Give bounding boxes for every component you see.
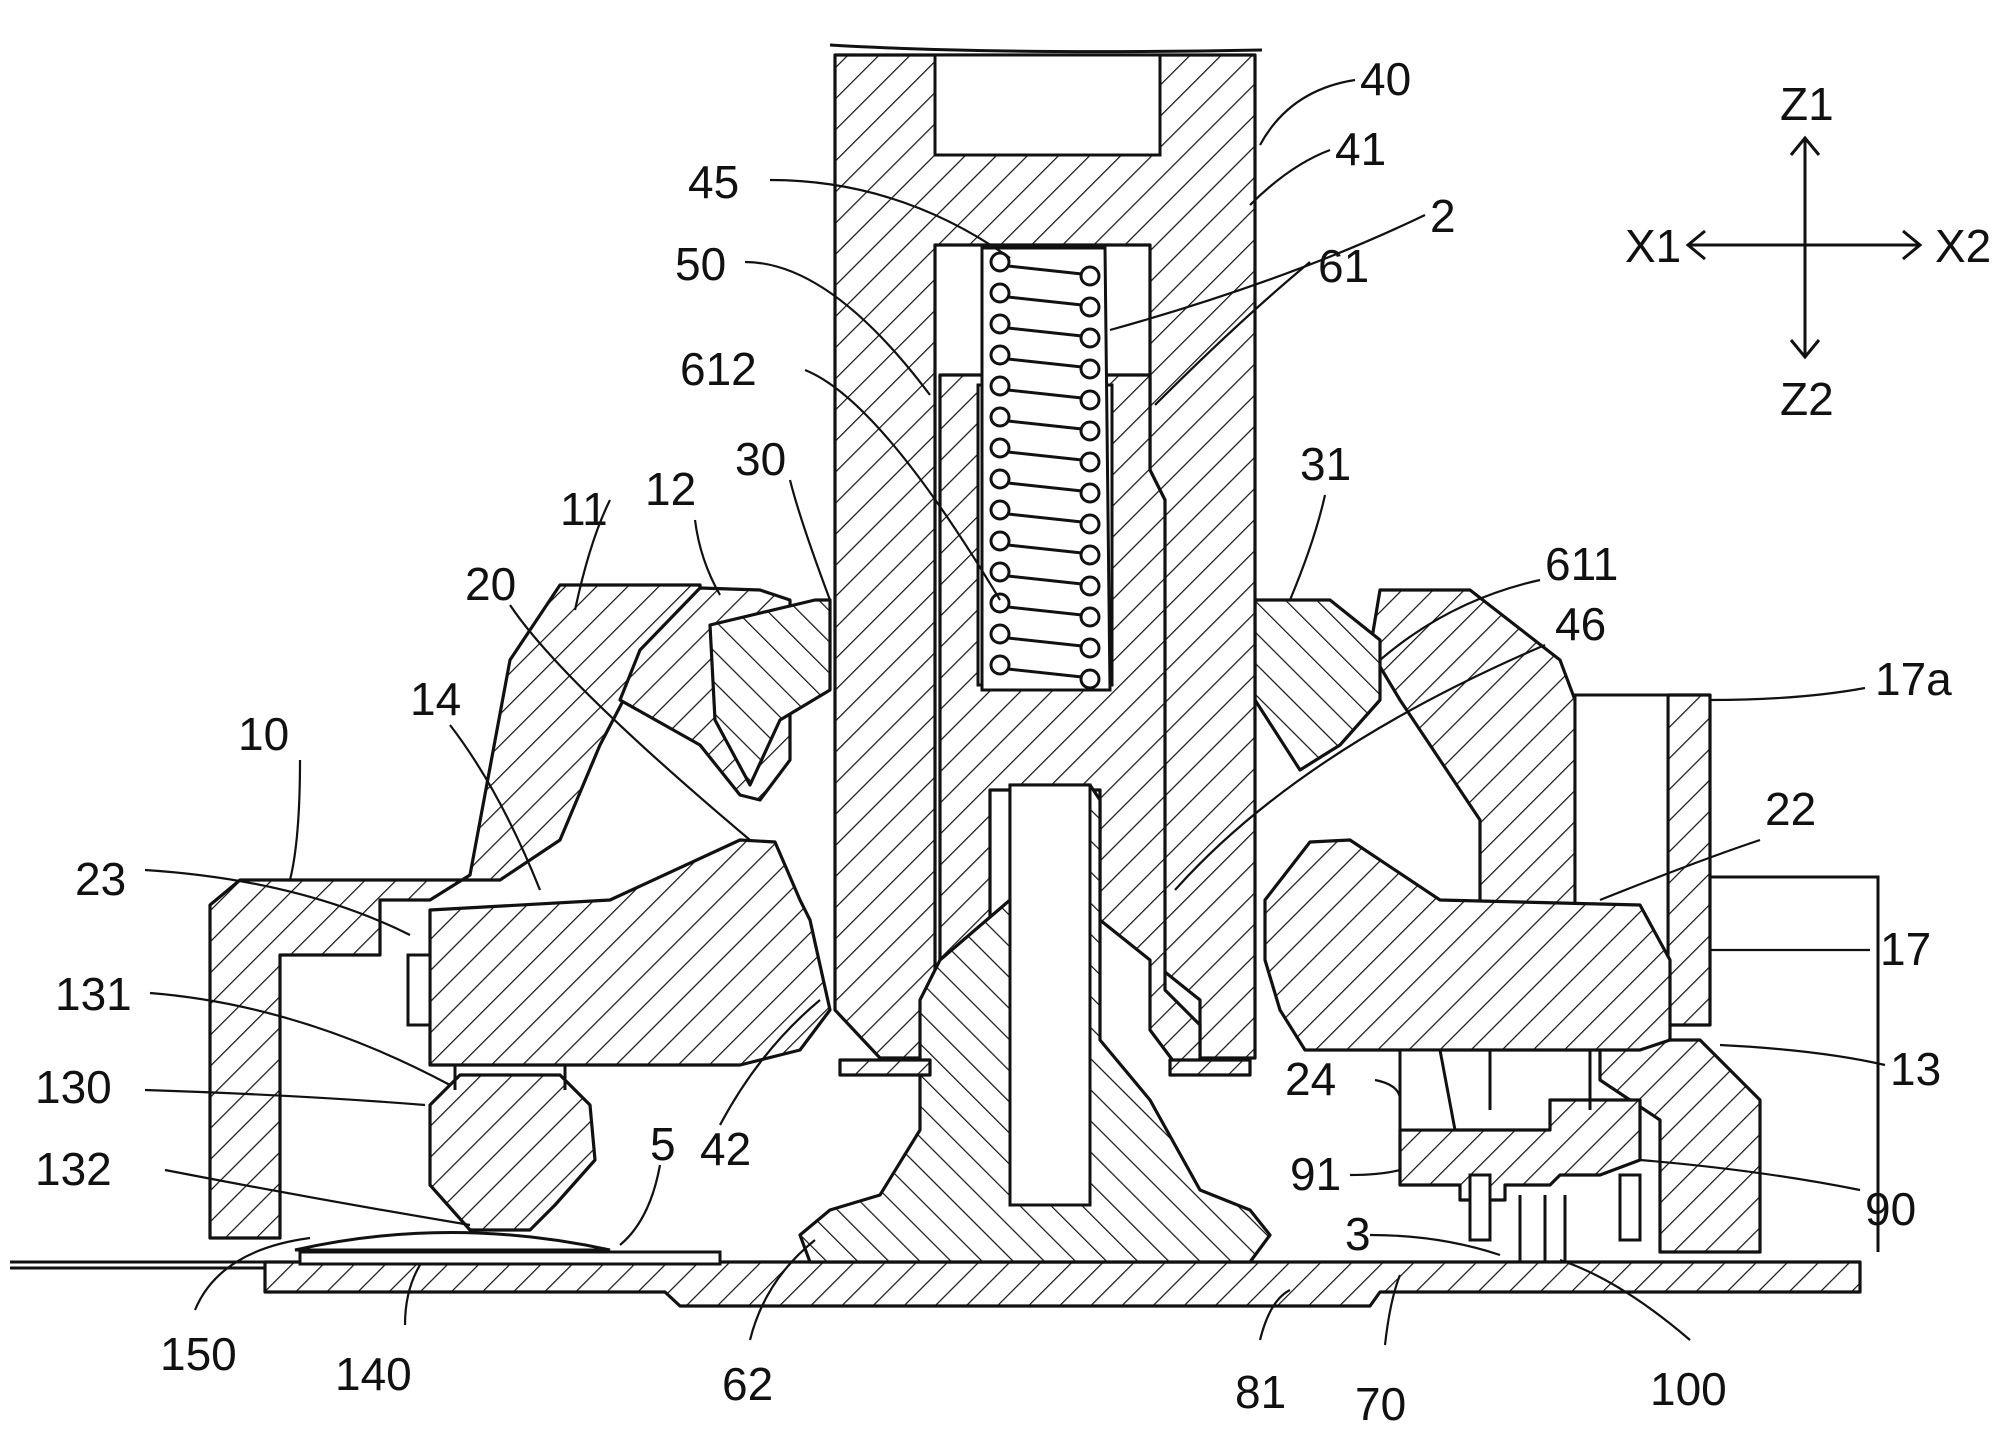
label-30: 30 [735,433,786,485]
axis-z1-label: Z1 [1780,78,1834,130]
label-17: 17 [1880,923,1931,975]
axis-x2-label: X2 [1935,220,1991,272]
label-91: 91 [1290,1148,1341,1200]
label-17a: 17a [1875,653,1952,705]
label-46: 46 [1555,598,1606,650]
label-41: 41 [1335,123,1386,175]
label-31: 31 [1300,438,1351,490]
label-100: 100 [1650,1363,1727,1415]
label-45: 45 [688,156,739,208]
label-2: 2 [1430,190,1456,242]
label-23: 23 [75,853,126,905]
label-40: 40 [1360,53,1411,105]
label-24: 24 [1285,1053,1336,1105]
label-3: 3 [1345,1208,1371,1260]
label-22: 22 [1765,783,1816,835]
label-612: 612 [680,343,757,395]
label-42: 42 [700,1123,751,1175]
coil-spring-50 [982,248,1110,690]
label-140: 140 [335,1348,412,1400]
label-13: 13 [1890,1043,1941,1095]
label-61: 61 [1318,240,1369,292]
label-130: 130 [35,1061,112,1113]
label-14: 14 [410,673,461,725]
axis-z2-label: Z2 [1780,373,1834,425]
label-10: 10 [238,708,289,760]
label-131: 131 [55,968,132,1020]
label-12: 12 [645,463,696,515]
label-132: 132 [35,1143,112,1195]
label-611: 611 [1545,538,1618,590]
label-90: 90 [1865,1183,1916,1235]
label-62: 62 [722,1358,773,1410]
axis-x1-label: X1 [1625,220,1681,272]
label-81: 81 [1235,1366,1286,1418]
label-20: 20 [465,558,516,610]
label-70: 70 [1355,1378,1406,1430]
label-150: 150 [160,1328,237,1380]
label-50: 50 [675,238,726,290]
label-5: 5 [650,1118,676,1170]
label-11: 11 [560,483,608,535]
axis-indicator: Z1 Z2 X1 X2 [1625,78,1991,425]
